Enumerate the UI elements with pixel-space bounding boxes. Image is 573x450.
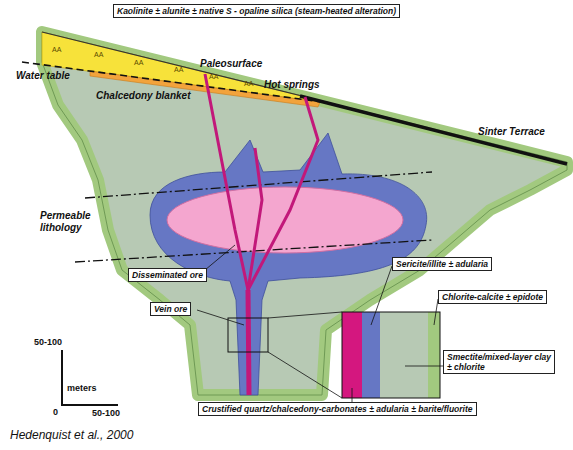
vein — [248, 97, 318, 290]
mineral-label-box: Kaolinite ± alunite ± native S - opaline… — [113, 4, 400, 18]
leader-line — [352, 388, 353, 402]
leader-line — [197, 310, 244, 325]
scale-label: 50-100 — [92, 408, 120, 418]
box-text: Disseminated ore — [132, 270, 203, 280]
water-table-label: Water table — [16, 70, 70, 82]
scale-bar — [61, 350, 63, 405]
lithology-label: Permeable lithology — [40, 210, 102, 233]
leader-line — [205, 245, 235, 270]
scale-unit: meters — [67, 383, 97, 393]
mineral-label-box: Smectite/mixed-layer clay ± chlorite — [443, 350, 555, 374]
steam-heated-zone — [42, 32, 313, 101]
surface-label: Paleosurface — [200, 58, 262, 70]
vein — [248, 290, 249, 395]
sinter-label: Sinter Terrace — [478, 126, 545, 138]
box-text: Sericite/illite ± adularia — [396, 259, 488, 269]
figure-caption: Hedenquist et al., 2000 — [10, 428, 133, 442]
box-text: Smectite/mixed-layer clay ± chlorite — [447, 352, 551, 372]
box-text: Kaolinite ± alunite ± native S - opaline… — [117, 6, 396, 16]
alunite-symbol: AA — [94, 51, 103, 59]
scale-bar — [61, 404, 118, 406]
inset-marker — [228, 318, 268, 352]
mineral-label-box: Vein ore — [150, 302, 191, 316]
alunite-symbol: AA — [134, 59, 143, 67]
hot-spring-label: Hot springs — [264, 79, 320, 91]
water-table-line — [22, 62, 330, 103]
scale-label: 0 — [53, 407, 58, 417]
alunite-symbol: AA — [52, 46, 61, 54]
sinter-terrace — [300, 96, 567, 164]
mineral-label-box: Crustified quartz/chalcedony-carbonates … — [198, 402, 477, 416]
box-text: Vein ore — [154, 304, 187, 314]
host-rock-zone — [42, 32, 567, 395]
scale-label: 50-100 — [34, 337, 62, 347]
leader-line — [371, 266, 392, 325]
inset-vein-band — [342, 312, 362, 398]
alunite-symbol: AA — [174, 66, 183, 74]
mineral-label-box: Disseminated ore — [128, 268, 207, 282]
host-rock-outline — [42, 32, 567, 395]
zone-label: Chalcedony blanket — [96, 90, 190, 102]
box-text: Chlorite-calcite ± epidote — [442, 292, 543, 302]
inset-frame — [342, 312, 440, 398]
box-text: Crustified quartz/chalcedony-carbonates … — [202, 404, 473, 414]
alunite-symbol: AA — [209, 73, 218, 81]
inset-connector — [268, 312, 342, 318]
inset-connector — [268, 352, 342, 398]
leader-line — [405, 366, 443, 367]
vein — [205, 74, 248, 290]
mineral-label-box: Sericite/illite ± adularia — [392, 257, 492, 271]
alunite-symbol: AA — [244, 80, 253, 88]
inset-smectite-band — [380, 312, 428, 398]
mineral-label-box: Chlorite-calcite ± epidote — [438, 290, 547, 304]
